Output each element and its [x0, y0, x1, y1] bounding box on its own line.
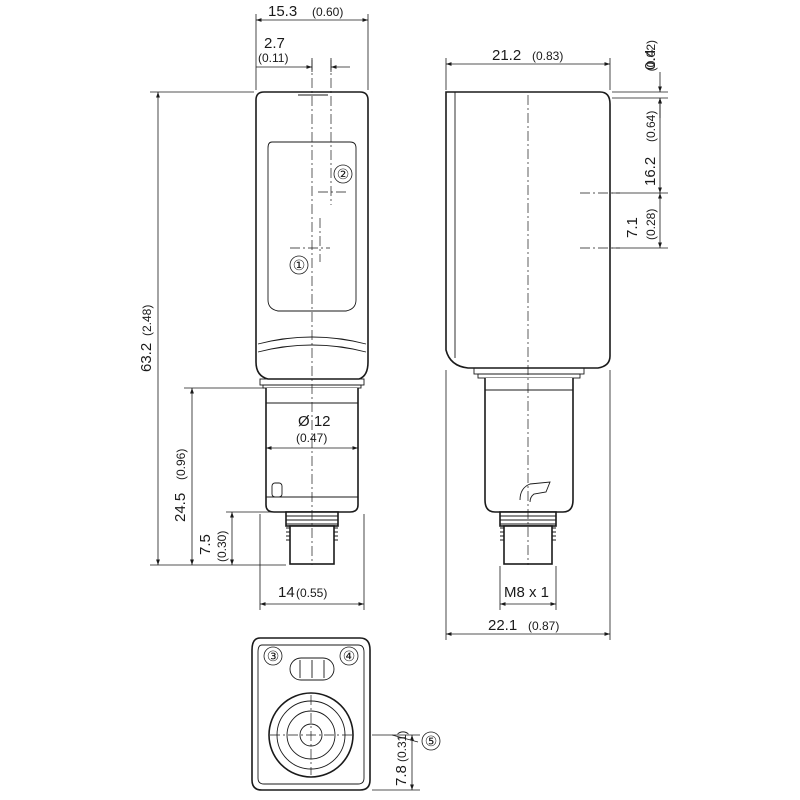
dim-total-height: 63.2	[138, 343, 155, 372]
dim-height-b: 7.1	[624, 217, 641, 238]
dim-connector-height: 24.5	[172, 493, 189, 522]
dim-top-gap-in: (0.02)	[644, 40, 658, 71]
dim-top-gap: 0.4	[642, 49, 659, 70]
dim-bottom-width: 14	[278, 584, 295, 601]
dim-bottom-offset: 7.8	[393, 765, 410, 786]
dim-height-b-in: (0.28)	[644, 209, 658, 240]
dim-diameter: Ø 12	[298, 413, 331, 430]
callout-4: ④	[343, 649, 356, 665]
dim-top-width: 15.3	[268, 3, 297, 20]
callouts: ① ② ③ ④ ⑤	[263, 164, 441, 751]
callout-5: ⑤	[425, 734, 438, 750]
dim-height-a: 16.2	[642, 157, 659, 186]
dim-offset-in: (0.11)	[258, 51, 288, 65]
dim-side-width: 21.2	[492, 47, 521, 64]
dim-height-a-in: (0.64)	[644, 111, 658, 142]
side-view	[445, 91, 620, 565]
dim-side-width-in: (0.83)	[532, 49, 563, 63]
dim-top-width-in: (0.60)	[312, 5, 343, 19]
callout-1: ①	[293, 258, 306, 274]
bottom-view	[251, 637, 371, 791]
dim-bottom-width-in: (0.55)	[296, 586, 327, 600]
callout-2: ②	[337, 167, 350, 183]
dim-total-height-in: (2.48)	[140, 305, 154, 336]
dim-offset: 2.7	[264, 35, 285, 52]
dim-overall-width-in: (0.87)	[528, 619, 559, 633]
dim-connector-height-in: (0.96)	[174, 449, 188, 480]
callout-3: ③	[267, 649, 280, 665]
dim-overall-width: 22.1	[488, 617, 517, 634]
optics-window	[267, 141, 357, 312]
dim-thread-height: 7.5	[197, 534, 214, 555]
front-view	[255, 60, 369, 565]
dimension-lines	[150, 14, 668, 791]
dimension-labels: 15.3 (0.60) 2.7 (0.11) 21.2 (0.83) 0.4 (…	[138, 3, 659, 786]
dim-diameter-in: (0.47)	[296, 431, 327, 445]
dim-thread-height-in: (0.30)	[215, 531, 229, 562]
dim-bottom-offset-in: (0.31)	[395, 731, 409, 762]
dim-thread: M8 x 1	[504, 584, 549, 601]
